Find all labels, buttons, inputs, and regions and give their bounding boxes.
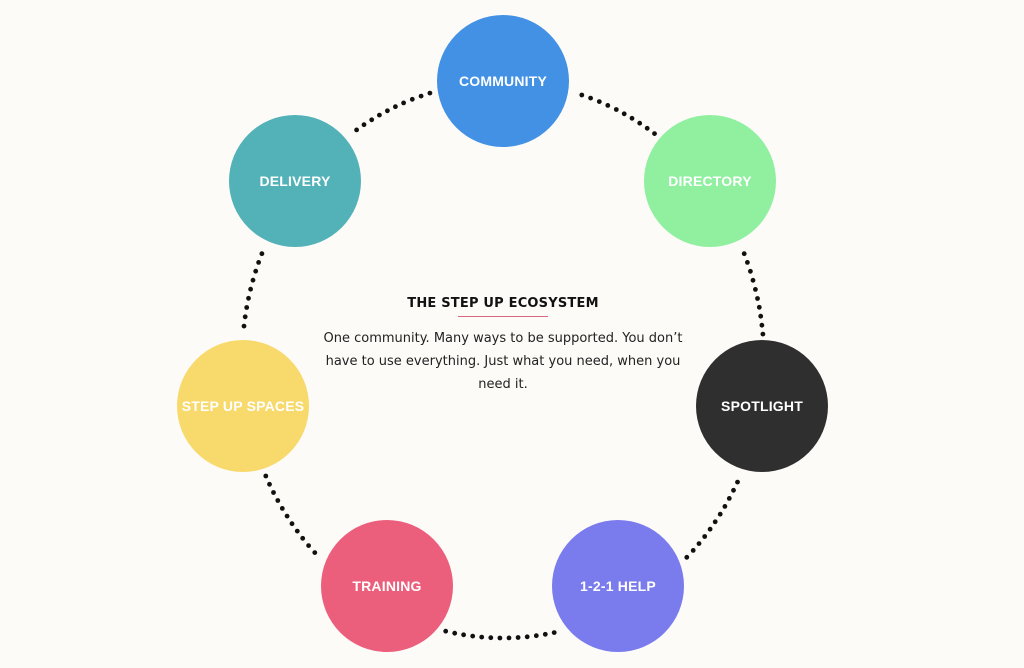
connector-dot (748, 268, 753, 274)
connector-dot (246, 295, 251, 301)
connector-dot (596, 99, 602, 104)
connector-dot (443, 628, 449, 634)
connector-dot (271, 490, 276, 495)
connector-dot (377, 112, 382, 118)
node-step-up-spaces-label: STEP UP SPACES (181, 398, 305, 414)
connector-dot (613, 107, 619, 112)
connector-dot (470, 633, 476, 639)
connector-dot (294, 528, 300, 534)
connector-dot (741, 251, 747, 257)
node-spotlight-label: SPOTLIGHT (721, 398, 803, 414)
connector-dot (629, 115, 635, 121)
connector-dot (506, 635, 512, 641)
connector-dot (263, 473, 269, 479)
node-community-label: COMMUNITY (458, 73, 548, 89)
connector-dot (250, 277, 256, 283)
connector-dot (289, 521, 295, 527)
connector-dot (267, 481, 272, 487)
connector-dot (722, 504, 728, 509)
connector-dot (385, 108, 390, 114)
connector-dot (707, 526, 713, 532)
connector-dot (253, 268, 259, 274)
connector-dot (418, 93, 424, 99)
node-1-2-1-help-label: 1-2-1 HELP (580, 578, 656, 594)
connector-dot (256, 260, 261, 265)
node-community[interactable]: COMMUNITY (437, 15, 569, 147)
connector-dot (759, 322, 765, 328)
connector-dot (306, 543, 311, 548)
node-spotlight[interactable]: SPOTLIGHT (696, 340, 828, 472)
connector-dot (361, 122, 367, 128)
node-delivery[interactable]: DELIVERY (229, 115, 361, 247)
connector-dot (479, 634, 485, 640)
connector-dot (755, 296, 760, 301)
connector-dot (241, 323, 247, 329)
node-directory-label: DIRECTORY (668, 173, 752, 189)
connector-dot (497, 635, 503, 641)
node-training-label: TRAINING (352, 578, 422, 594)
connector-dot (312, 550, 318, 555)
connector-dot (244, 305, 250, 310)
connector-dot (726, 496, 732, 501)
connector-dot (621, 111, 627, 117)
connector-dot (452, 630, 458, 636)
connector-dot (690, 548, 696, 553)
connector-dot (702, 534, 708, 539)
connector-dot (369, 117, 375, 123)
connector-dot (427, 90, 433, 96)
connector-dot (579, 92, 585, 98)
connector-dot (745, 260, 750, 265)
connector-dot (717, 511, 723, 517)
connector-dot (731, 487, 736, 493)
connector-dot (409, 96, 415, 102)
connector-dot (533, 633, 539, 639)
connector-dot (515, 635, 521, 640)
connector-dot (401, 100, 406, 106)
connector-dot (461, 632, 466, 638)
connector-dot (758, 313, 764, 319)
connector-dot (542, 631, 548, 637)
connector-dot (488, 635, 494, 641)
connector-dot (524, 634, 530, 640)
connector-dot (735, 479, 740, 485)
connector-dot (753, 287, 758, 292)
ecosystem-title: THE STEP UP ECOSYSTEM (407, 296, 599, 311)
node-delivery-label: DELIVERY (259, 173, 331, 189)
connector-dot (760, 331, 766, 337)
ecosystem-description: One community. Many ways to be supported… (323, 331, 683, 392)
connector-dot (637, 120, 643, 126)
node-training[interactable]: TRAINING (321, 520, 453, 652)
connector-dot (242, 314, 248, 320)
connector-dot (284, 513, 290, 519)
connector-dot (644, 125, 650, 131)
connector-dot (696, 541, 702, 546)
connector-dot (652, 131, 657, 137)
connector-dot (275, 498, 281, 503)
connector-dot (605, 103, 611, 108)
connector-dot (750, 277, 756, 283)
center-panel: THE STEP UP ECOSYSTEM One community. Man… (318, 296, 688, 396)
connector-dot (354, 127, 359, 133)
connector-dot (393, 104, 398, 110)
connector-dot (551, 630, 557, 635)
connector-dot (300, 535, 306, 541)
connector-dot (712, 519, 718, 525)
node-1-2-1-help[interactable]: 1-2-1 HELP (552, 520, 684, 652)
title-underline (458, 316, 548, 317)
connector-dot (259, 251, 265, 257)
node-step-up-spaces[interactable]: STEP UP SPACES (177, 340, 309, 472)
connector-dot (756, 304, 762, 310)
connector-dot (684, 554, 690, 560)
connector-dot (279, 506, 285, 511)
connector-dot (588, 95, 593, 101)
connector-dot (248, 286, 254, 292)
node-directory[interactable]: DIRECTORY (644, 115, 776, 247)
